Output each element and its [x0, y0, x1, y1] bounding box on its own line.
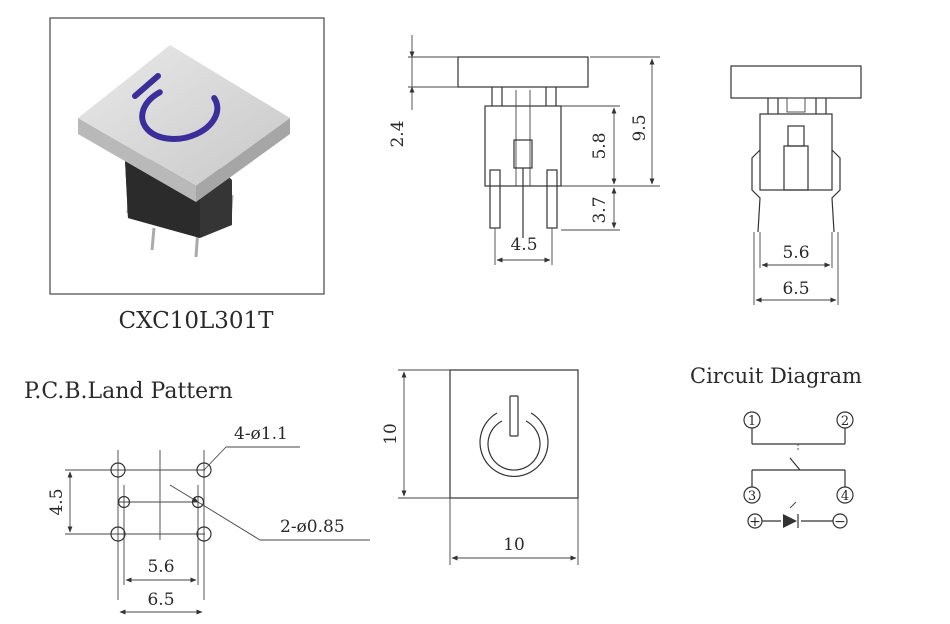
- dim-outer-width: 6.5: [782, 279, 809, 299]
- pcb-dim-vertical: 4.5: [47, 488, 67, 515]
- power-icon: [132, 73, 221, 142]
- circuit-pin-2: [836, 411, 854, 429]
- circuit-pin-4-label: 4: [841, 489, 849, 504]
- top-dim-height: 10: [381, 423, 401, 445]
- dim-small-holes: 2-ø0.85: [280, 517, 345, 537]
- pcb-dim-inner: 5.6: [147, 557, 174, 577]
- dim-pin-length: 3.7: [590, 196, 610, 223]
- led-cathode: [832, 513, 848, 529]
- top-view: [398, 369, 579, 565]
- circuit-title: Circuit Diagram: [690, 364, 862, 388]
- dim-pin-spacing: 4.5: [510, 235, 537, 255]
- pcb-title: P.C.B.Land Pattern: [24, 379, 233, 404]
- side-view: [408, 35, 660, 265]
- pcb-land-pattern: [65, 446, 370, 615]
- top-dim-width: 10: [503, 535, 525, 555]
- product-photo: [49, 17, 325, 295]
- circuit-pin-2-label: 2: [841, 414, 849, 429]
- hole-small: [117, 495, 131, 509]
- front-view: [730, 65, 862, 305]
- circuit-pin-4: [836, 486, 854, 504]
- circuit-pin-3-label: 3: [748, 489, 756, 504]
- led-anode: [747, 513, 763, 529]
- dim-large-holes: 4-ø1.1: [234, 424, 288, 444]
- hole-large: [110, 526, 126, 542]
- dim-total-height: 9.5: [630, 114, 650, 141]
- circuit-pin-1: [743, 411, 761, 429]
- hole-large: [110, 462, 126, 478]
- model-label: CXC10L301T: [119, 308, 275, 334]
- dim-cap-height: 2.4: [388, 120, 408, 147]
- circuit-pin-3: [743, 486, 761, 504]
- circuit-pin-1-label: 1: [748, 414, 756, 429]
- dim-body-height: 5.8: [590, 132, 610, 159]
- hole-large: [196, 526, 212, 542]
- dim-inner-width: 5.6: [782, 243, 809, 263]
- hole-large: [196, 462, 212, 478]
- led-anode-label: +: [749, 514, 761, 530]
- pcb-dim-outer: 6.5: [147, 590, 174, 610]
- circuit-diagram: [751, 428, 846, 528]
- led-cathode-label: −: [834, 514, 846, 530]
